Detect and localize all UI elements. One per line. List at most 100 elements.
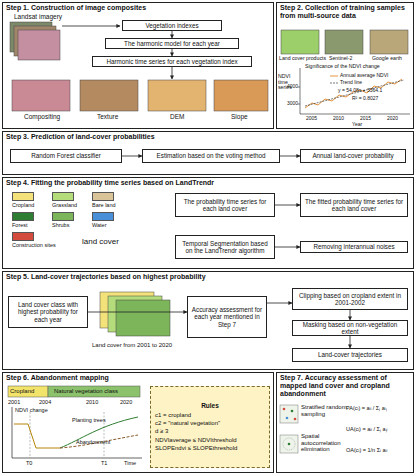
box-label: Land-cover trajectories — [316, 351, 384, 358]
training-thumbnails — [281, 30, 408, 54]
flow-arrow — [88, 312, 187, 313]
sample-dot — [288, 443, 291, 446]
box-label: The harmonic model for each year — [122, 40, 222, 47]
rule-text: d ≥ 3 — [155, 427, 265, 435]
legend-text: Shrubs — [52, 222, 69, 228]
curve-label: Abandonment — [76, 439, 110, 445]
legend-item: Grassland — [52, 192, 77, 208]
buffer-circle — [283, 438, 295, 450]
box-label: The probability time series for each lan… — [176, 198, 274, 212]
legend-text: Water — [92, 222, 106, 228]
flow-arrow — [350, 336, 351, 348]
axis-title: Time — [124, 460, 136, 466]
tick-label: 3000 — [287, 101, 298, 107]
tick-label: 4000 — [287, 84, 298, 90]
formula-text: OA(cᵢ) = 1/n Σᵢ aᵢᵢ — [346, 447, 387, 453]
land-cover-stack — [100, 292, 170, 336]
legend-line — [330, 83, 338, 84]
landsat-image — [18, 30, 60, 60]
legend-item: Shrubs — [52, 212, 74, 228]
process-box: Clipping based on cropland extent in 200… — [292, 288, 408, 310]
legend-swatch — [12, 232, 34, 241]
chart-note: Significance of the NDVI change — [305, 64, 380, 70]
image-label: Google earth — [372, 56, 402, 62]
trend-line — [305, 80, 404, 106]
legend-text: Bare land — [92, 202, 116, 208]
rule-text: c2 = "natural vegetation" — [155, 419, 265, 427]
box-label: Clipping based on cropland extent in 200… — [293, 292, 407, 306]
box-label: Vegetation indexes — [143, 22, 200, 29]
abandonment-curve — [60, 435, 138, 448]
box-label: The fitted probability time series for e… — [301, 198, 407, 212]
image-label: Slope — [231, 113, 248, 120]
legend-swatch — [52, 192, 74, 201]
image-label: Land cover from 2001 to 2020 — [92, 342, 172, 349]
box-label: Random Forest classifier — [29, 152, 103, 159]
process-box: The probability time series for each lan… — [175, 193, 275, 217]
tick-label: 2015 — [360, 116, 371, 122]
axis-title: NDVI change — [15, 407, 48, 413]
sampling-icons — [280, 405, 298, 453]
compositing-image — [12, 80, 70, 111]
formula-text: UA(cᵢ) = aᵢᵢ / Σⱼ aⱼᵢ — [346, 426, 387, 432]
ndvi-curve — [14, 424, 60, 448]
rule-text: NDVIaverage ≤ NDVIthreshold — [155, 436, 265, 444]
rule-text: SLOPEndvi ≤ SLOPEthreshold — [155, 444, 265, 452]
equation-text: y = 54.08x + 3364.1 — [338, 88, 382, 94]
axis-title: Year — [352, 122, 362, 128]
flow-arrow — [172, 31, 173, 38]
tick-label: 2020 — [387, 116, 398, 122]
flow-arrow — [122, 156, 142, 157]
step-panel: Step 7. Accuracy assessment of mapped la… — [276, 372, 414, 473]
legend-item: Forest — [12, 212, 34, 228]
equation-text: R² = 0.8027 — [352, 96, 378, 102]
process-box: Estimation based on the voting method — [142, 149, 280, 163]
formula-text: PA(cᵢ) = aᵢᵢ / Σⱼ aᵢⱼ — [346, 405, 387, 411]
legend-text: Construction sites — [12, 242, 56, 248]
sampling-icon — [280, 405, 298, 423]
year-label: 2001 — [8, 399, 20, 405]
ndvi-change-chart — [12, 407, 142, 458]
band-label: Natural vegetation class — [54, 388, 118, 395]
step-heading: Step 5. Land-cover trajectories based on… — [3, 272, 413, 282]
year-label: 2020 — [120, 399, 132, 405]
step-heading: Step 3. Prediction of land-cover probabi… — [3, 132, 413, 142]
land-cover-map — [116, 300, 170, 336]
legend-swatch — [12, 212, 34, 221]
box-label: Removing interannual noises — [311, 243, 396, 250]
sample-dot — [294, 418, 297, 421]
sample-dot — [283, 408, 286, 411]
dem-image — [148, 80, 206, 111]
time-label: T0 — [26, 460, 32, 466]
image-label: Texture — [97, 113, 118, 120]
process-box: Annual land-cover probability — [300, 149, 406, 163]
planting-curve — [60, 417, 138, 448]
flow-arrow — [275, 247, 300, 248]
tick-label: 2005 — [306, 116, 317, 122]
legend-swatch — [52, 212, 74, 221]
chart-legend-text: Trend line — [340, 80, 362, 86]
chart-legend-text: Annual average NDVI — [340, 73, 388, 79]
flow-arrow — [280, 156, 300, 157]
sample-dot — [286, 417, 289, 420]
image-label: DEM — [170, 113, 184, 120]
ndvi-chart — [298, 68, 410, 114]
process-box: Harmonic time series for each vegetation… — [92, 56, 252, 67]
process-box: Temporal Segmentation based on the LandT… — [175, 235, 275, 259]
autocorrelation-icon — [280, 435, 298, 453]
slope-image — [214, 80, 268, 111]
cropland-band — [8, 386, 48, 397]
rule-text: c1 = cropland — [155, 411, 265, 419]
vegetation-band — [48, 386, 140, 397]
step-panel: Step 3. Prediction of land-cover probabi… — [2, 131, 414, 175]
rules-box: Rulesc1 = croplandc2 = "natural vegetati… — [150, 386, 270, 468]
flow-arrow — [172, 49, 173, 56]
year-label: 2004 — [39, 399, 51, 405]
chart-axis — [12, 407, 142, 458]
sentinel-thumbnail — [325, 30, 363, 54]
legend-item: Water — [92, 212, 114, 228]
method-label: Stratified random sampling — [301, 404, 347, 417]
curve-label: Planting trees — [72, 417, 106, 423]
image-label: Compositing — [24, 113, 60, 120]
